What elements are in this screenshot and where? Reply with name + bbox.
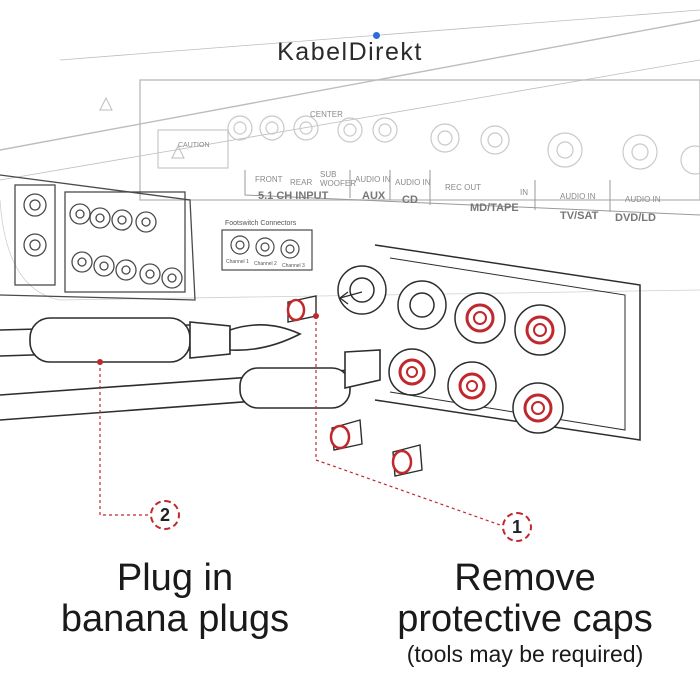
- binding-post-row-bottom: [388, 348, 564, 434]
- protective-caps: [286, 295, 423, 477]
- label-rec-out: REC OUT: [445, 183, 481, 192]
- label-channel-1: Channel 1: [226, 259, 249, 265]
- step-1-title: Remove: [454, 557, 596, 599]
- label-md-tape: MD/TAPE: [470, 202, 519, 214]
- label-audio-in-tv: AUDIO IN: [560, 192, 596, 201]
- callout-lines: [99, 316, 501, 526]
- label-in: IN: [520, 188, 528, 197]
- label-channel-3: Channel 3: [282, 263, 305, 269]
- label-front: FRONT: [255, 175, 283, 184]
- step-1-caption: Remove protective caps (tools may be req…: [350, 557, 700, 668]
- cap-removed-1: [286, 295, 317, 323]
- step-2-caption: Plug in banana plugs: [0, 557, 350, 641]
- step-2-title-line2: banana plugs: [60, 598, 290, 641]
- label-audio-in-dvd: AUDIO IN: [625, 195, 661, 204]
- label-aux: AUX: [362, 190, 386, 202]
- label-tv-sat: TV/SAT: [560, 210, 599, 222]
- banana-plug-upper: [29, 317, 302, 363]
- receiver-chassis: [0, 9, 700, 301]
- brand-logo-dot: [373, 32, 380, 39]
- brand-name: KabelDirekt: [277, 38, 423, 66]
- label-sub-woofer: SUB WOOFER: [320, 170, 356, 188]
- caution-box: [99, 96, 229, 169]
- banana-plug-lower: [239, 349, 381, 409]
- label-dvd-ld: DVD/LD: [615, 212, 656, 224]
- label-caution: CAUTION: [178, 142, 210, 149]
- step-2-badge: 2: [150, 500, 180, 530]
- label-cd: CD: [402, 194, 418, 206]
- label-footswitch: Footswitch Connectors: [225, 220, 297, 227]
- step-1-title-line2: protective caps: [397, 598, 653, 641]
- rca-jack-row-top: [227, 115, 700, 175]
- cap-removed-3: [391, 444, 423, 477]
- callout-dots: [97, 313, 319, 365]
- step-2-title: Plug in: [116, 557, 234, 599]
- label-channel-2: Channel 2: [254, 261, 277, 267]
- label-center: CENTER: [310, 110, 343, 119]
- binding-post-row-top: [337, 265, 566, 356]
- label-audio-in-cd: AUDIO IN: [395, 178, 431, 187]
- step-1-note: (tools may be required): [406, 641, 644, 668]
- label-frame: [244, 170, 700, 216]
- brand-logo: KabelDirekt: [0, 32, 700, 67]
- label-rear: REAR: [290, 178, 313, 187]
- left-connector-panel: [0, 174, 196, 301]
- footswitch-panel: [221, 229, 313, 271]
- speaker-terminal-block: [374, 244, 641, 441]
- label-audio-in-aux: AUDIO IN: [355, 175, 391, 184]
- label-51-ch-input: 5.1 CH INPUT: [258, 190, 329, 202]
- step-1-badge: 1: [502, 512, 532, 542]
- cap-removed-2: [329, 419, 363, 451]
- cap-removal-arrow: [339, 291, 363, 305]
